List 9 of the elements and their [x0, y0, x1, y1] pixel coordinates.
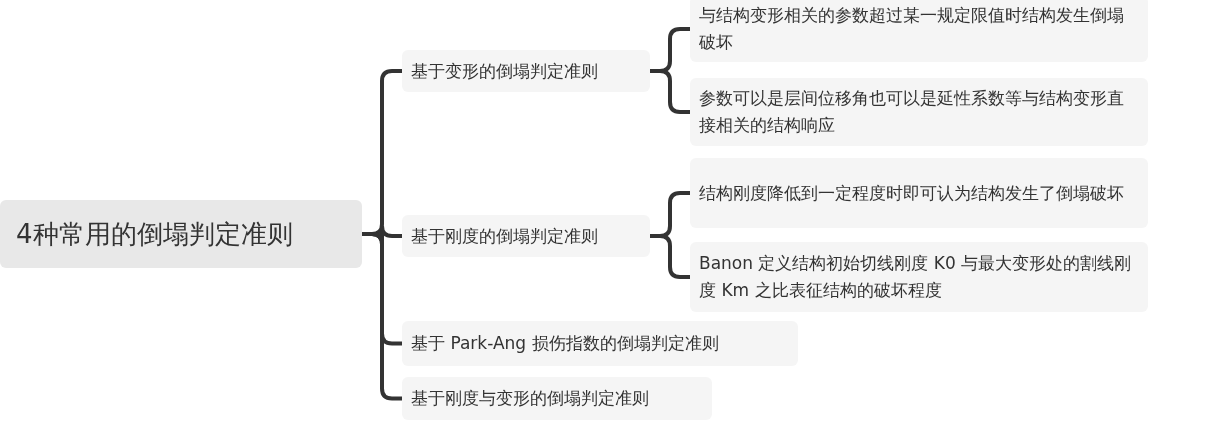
subtopic-box: Banon 定义结构初始切线刚度 K0 与最大变形处的割线刚度 Km 之比表征结构的破坏程度	[690, 242, 1148, 312]
subtopic-box: 结构刚度降低到一定程度时即可认为结构发生了倒塌破坏	[690, 158, 1148, 228]
topic-box: 基于变形的倒塌判定准则	[402, 50, 650, 92]
subtopic-box: 与结构变形相关的参数超过某一规定限值时结构发生倒塌破坏	[690, 0, 1148, 62]
topic-box: 基于刚度的倒塌判定准则	[402, 215, 650, 257]
topic-box: 基于 Park-Ang 损伤指数的倒塌判定准则	[402, 321, 798, 366]
subtopic-box: 参数可以是层间位移角也可以是延性系数等与结构变形直接相关的结构响应	[690, 78, 1148, 146]
central-topic-box: 4种常用的倒塌判定准则	[0, 200, 362, 268]
topic-box: 基于刚度与变形的倒塌判定准则	[402, 377, 712, 420]
